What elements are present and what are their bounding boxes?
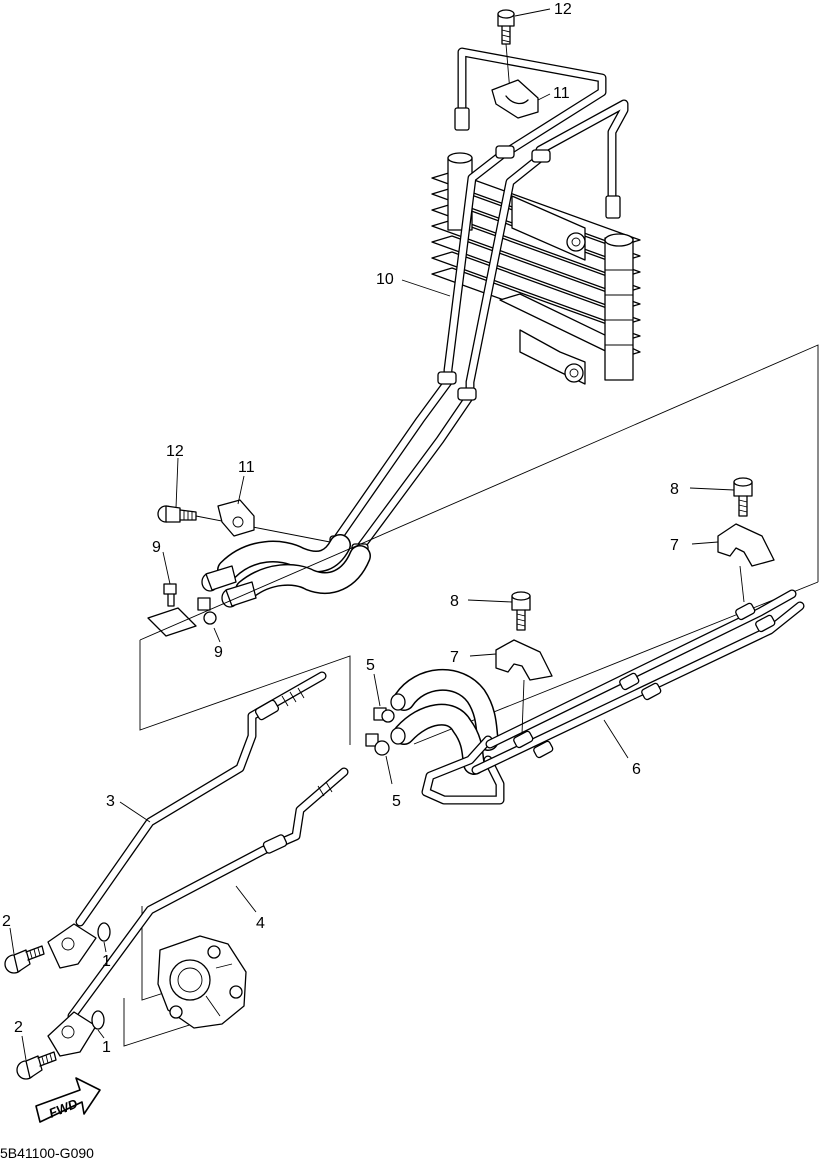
pipe-4 (67, 767, 349, 1021)
fwd-label: FWD (47, 1096, 81, 1121)
upper-cooler-pipes (329, 47, 629, 557)
pipe-3 (75, 671, 327, 927)
callout-8-mid: 8 (450, 593, 459, 610)
upper-hose-assembly (201, 534, 371, 608)
bolt-12-left (157, 505, 197, 523)
lower-hose-assembly (390, 589, 805, 805)
callout-1-lower: 1 (102, 1039, 111, 1056)
fwd-arrow: FWD (35, 1077, 101, 1123)
callout-12-top: 12 (554, 1, 572, 18)
callout-1-upper: 1 (102, 953, 111, 970)
flange-lower (47, 1011, 97, 1057)
callout-11-left: 11 (238, 459, 255, 476)
mount-plate (147, 607, 197, 637)
callout-2-lower: 2 (14, 1019, 23, 1036)
callout-7-right: 7 (670, 537, 679, 554)
engine-mount-block (157, 935, 247, 1029)
callout-5-upper: 5 (366, 657, 375, 674)
bolt-9-upper (163, 583, 177, 607)
clamp-11-left (217, 499, 255, 537)
callout-2-upper: 2 (2, 913, 11, 930)
callout-9-lower: 9 (214, 644, 223, 661)
bolt-2-upper (4, 945, 45, 974)
o-ring-1-upper (97, 922, 111, 942)
bolt-12-top (497, 9, 515, 45)
bolt-2-lower (16, 1051, 57, 1080)
flange-upper (47, 923, 97, 969)
callout-10: 10 (376, 271, 394, 288)
callout-6: 6 (632, 761, 641, 778)
clamp-11-top (491, 79, 539, 119)
callout-9-upper: 9 (152, 539, 161, 556)
callouts: 12 11 10 12 11 8 9 7 8 9 7 5 6 5 3 4 2 1… (2, 1, 679, 1056)
callout-3: 3 (106, 793, 115, 810)
callout-7-mid: 7 (450, 649, 459, 666)
part-code: 5B41100-G090 (0, 1145, 94, 1160)
callout-4: 4 (256, 915, 265, 932)
bolt-8-mid (511, 591, 531, 631)
bolt-5-upper (373, 707, 395, 723)
oil-cooler-right-tank (604, 237, 634, 381)
callout-11-top: 11 (553, 85, 570, 102)
callout-8-right: 8 (670, 481, 679, 498)
bolt-8-right (733, 477, 753, 517)
callout-12-left: 12 (166, 443, 184, 460)
bolt-9-lower (197, 597, 217, 625)
clamp-7-mid (495, 639, 553, 681)
bolt-5-lower (365, 733, 390, 756)
clamp-7-right (717, 523, 775, 567)
callout-5-lower: 5 (392, 793, 401, 810)
bracket-bolt-hole (566, 232, 586, 252)
o-ring-1-lower (91, 1010, 105, 1030)
oil-cooler (431, 152, 641, 385)
